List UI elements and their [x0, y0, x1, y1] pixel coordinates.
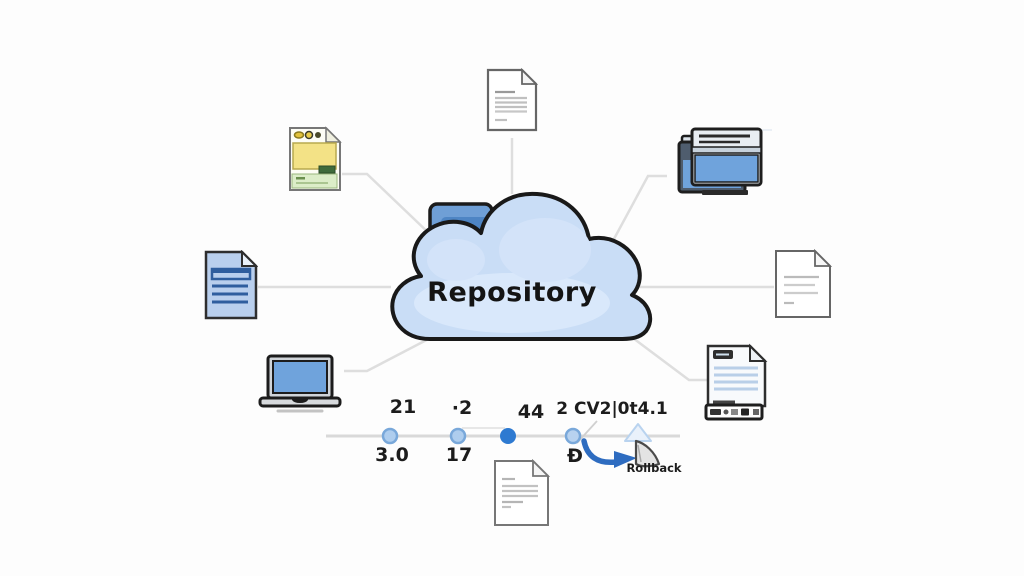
repository-label: Repository: [427, 277, 597, 308]
timeline-label-above-1: 21: [389, 396, 417, 418]
repository-cloud: [390, 191, 653, 342]
rollback-fin-fold: [637, 444, 642, 463]
timeline-node-2: [449, 427, 467, 445]
form-document-icon: [289, 126, 342, 191]
connector-bottom-right: [620, 328, 708, 382]
laptop-icon: [258, 354, 342, 413]
rollback-arrowhead: [614, 451, 637, 468]
timeline-node-4: [564, 427, 582, 445]
blue-document-icon: [204, 250, 258, 320]
timeline-label-above-3: 44: [517, 401, 545, 423]
timeline-label-below-1: 3.0: [375, 444, 409, 466]
document-icon-top: [486, 68, 538, 132]
version-timeline: [326, 420, 680, 468]
timeline-node-1: [381, 427, 399, 445]
document-icon-right: [775, 249, 832, 318]
browser-windows-icon: [677, 127, 763, 195]
timeline-label-above-2: ·2: [451, 397, 473, 419]
timeline-label-below-2: 17: [445, 444, 473, 466]
pale-triangle-marker: [624, 423, 652, 442]
report-document-icon: [704, 343, 768, 421]
timeline-label-below-4: Ð: [567, 445, 583, 467]
connector-bottom-left: [344, 332, 439, 373]
document-icon-bottom: [494, 459, 551, 526]
rollback-label: Rollback: [626, 461, 682, 475]
timeline-node-3-active: [500, 428, 516, 444]
connector-top-left: [342, 172, 435, 239]
timeline-label-above-4: 2 CV2|0t4.1: [556, 399, 668, 419]
rollback-fin-shape: [634, 439, 661, 468]
rollback-arrow: [581, 438, 619, 466]
connector-lines: [258, 129, 774, 382]
connector-top-right: [606, 174, 667, 251]
